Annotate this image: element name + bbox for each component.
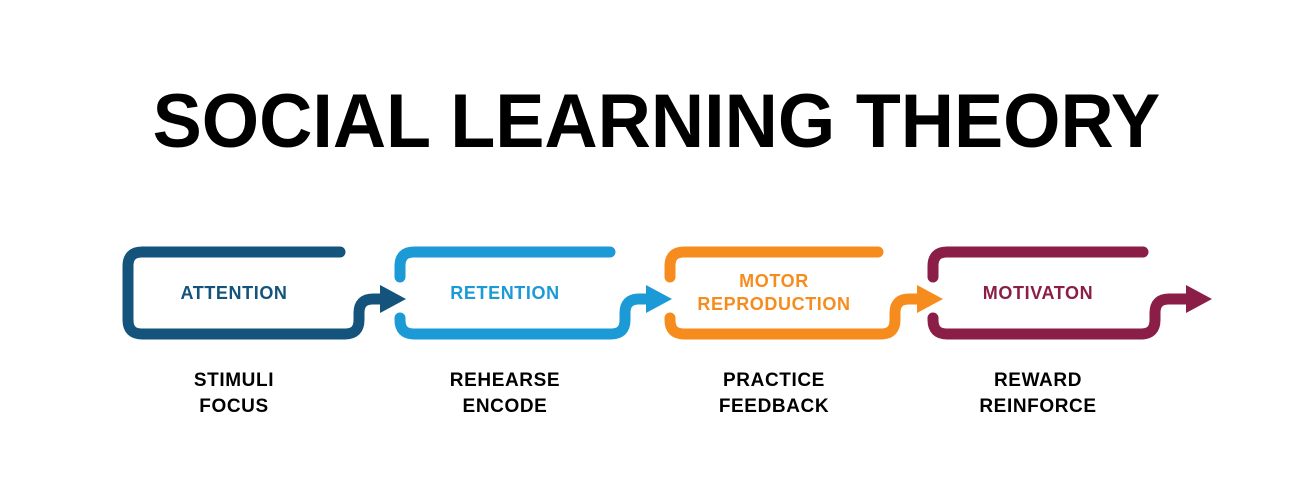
attention-sublabel-line1: STIMULI: [193, 370, 275, 391]
motivation-label: MOTIVATON: [941, 270, 1135, 316]
retention-label-line1: RETENTION: [450, 282, 560, 303]
motivation-arrow-icon: [1186, 285, 1212, 313]
retention-label: RETENTION: [408, 270, 602, 316]
motivation-sublabel-line1: REWARD: [993, 370, 1083, 391]
retention-sublabel-line2: ENCODE: [462, 396, 548, 417]
attention-label: ATTENTION: [136, 270, 332, 316]
motor-reproduction-box-outline-bottom: [664, 293, 925, 340]
motor-reproduction-label-line1: MOTOR: [739, 271, 809, 291]
retention-sublabel: REHEARSE ENCODE: [360, 368, 650, 420]
attention-sublabel-line2: FOCUS: [199, 396, 269, 417]
motor-reproduction-label-line2: REPRODUCTION: [697, 294, 851, 314]
attention-box-outline: [122, 246, 388, 340]
motivation-box: [927, 246, 1212, 340]
motivation-box-outline-bottom: [927, 293, 1194, 340]
attention-sublabel: STIMULI FOCUS: [88, 368, 380, 420]
attention-box: [122, 246, 406, 340]
motivation-sublabel: REWARD REINFORCE: [893, 368, 1183, 420]
attention-label-line1: ATTENTION: [180, 282, 288, 303]
motor-reproduction-arrow-icon: [917, 285, 943, 313]
motor-reproduction-sublabel-line1: PRACTICE: [723, 370, 825, 391]
retention-arrow-icon: [646, 285, 672, 313]
attention-arrow-icon: [380, 285, 406, 313]
flow-diagram: [122, 246, 1212, 340]
motivation-sublabel-line2: REINFORCE: [979, 396, 1097, 417]
motivation-box-outline-top: [927, 246, 1149, 283]
motor-reproduction-sublabel-line2: FEEDBACK: [718, 396, 830, 417]
motor-reproduction-label: MOTOR REPRODUCTION: [678, 270, 870, 316]
motivation-label-line1: MOTIVATON: [982, 282, 1094, 303]
page-title: SOCIAL LEARNING THEORY: [152, 79, 1161, 164]
motor-reproduction-box: [664, 246, 943, 340]
retention-box: [394, 246, 672, 340]
motor-reproduction-box-outline-top: [664, 246, 884, 283]
retention-sublabel-line1: REHEARSE: [449, 370, 561, 391]
retention-box-outline-bottom: [394, 293, 654, 340]
title-container: SOCIAL LEARNING THEORY: [0, 82, 1313, 162]
motor-reproduction-sublabel: PRACTICE FEEDBACK: [630, 368, 918, 420]
retention-box-outline-top: [394, 246, 616, 283]
